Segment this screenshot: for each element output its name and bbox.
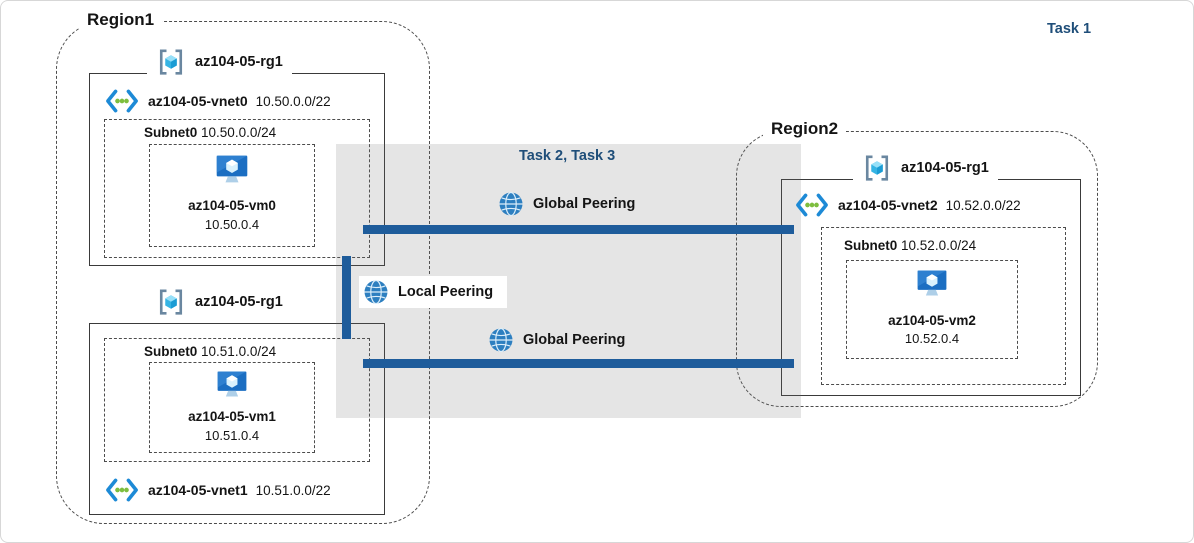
vm2-box [846,260,1018,359]
virtual-network-icon [794,192,830,218]
subnet0-vnet0-box [104,119,370,258]
subnet-cidr: 10.51.0.0/24 [201,344,277,359]
resource-group-icon [862,153,892,183]
virtual-machine-icon [215,152,249,186]
resource-group-head-top: az104-05-rg1 [147,46,292,78]
subnet-name: Subnet0 [844,238,898,253]
vnet2-name: az104-05-vnet2 [838,197,938,213]
global-peering-line-top [363,225,794,234]
vnet0-name: az104-05-vnet0 [148,93,248,109]
resource-group-box-bottom [89,323,385,515]
region1-label: Region1 [79,10,163,30]
resource-group-icon [156,287,186,317]
subnet0-vnet2-label: Subnet0 10.52.0.0/24 [844,238,976,253]
global-peering-line-bottom [363,359,794,368]
virtual-network-icon [104,477,140,503]
vm2-ip: 10.52.0.4 [904,331,960,346]
vnet1-name: az104-05-vnet1 [148,482,248,498]
virtual-network-icon [104,88,140,114]
vnet0-row: az104-05-vnet0 10.50.0.0/22 [104,88,331,114]
virtual-machine-icon [916,267,948,299]
local-peering-text: Local Peering [398,284,494,300]
vm1-box [149,362,315,453]
resource-group-icon [156,47,186,77]
subnet0-vnet1-label: Subnet0 10.51.0.0/24 [144,344,276,359]
subnet-name: Subnet0 [144,344,198,359]
global-peering-label-top: Global Peering [498,191,635,217]
region2-label: Region2 [763,119,847,139]
task1-label: Task 1 [1047,21,1092,37]
resource-group-head-bottom: az104-05-rg1 [147,286,292,318]
subnet0-vnet0-label: Subnet0 10.50.0.0/24 [144,125,276,140]
resource-group-name: az104-05-rg1 [195,54,283,70]
vm0-ip: 10.50.0.4 [204,217,260,232]
subnet0-vnet1-box [104,338,370,462]
vm0-box [149,144,315,247]
resource-group-head-right: az104-05-rg1 [853,152,998,184]
subnet-cidr: 10.52.0.0/24 [901,238,977,253]
resource-group-name: az104-05-rg1 [901,160,989,176]
vnet1-cidr: 10.51.0.0/22 [255,482,331,498]
vm0-name: az104-05-vm0 [188,198,276,213]
region2-boundary [736,131,1098,407]
subnet-name: Subnet0 [144,125,198,140]
virtual-machine-icon [216,368,248,400]
global-peering-text: Global Peering [523,332,626,348]
vnet1-row: az104-05-vnet1 10.51.0.0/22 [104,477,331,503]
resource-group-box-top [89,73,385,266]
vm1-ip: 10.51.0.4 [204,428,260,443]
resource-group-name: az104-05-rg1 [195,294,283,310]
globe-icon [498,191,524,217]
subnet-cidr: 10.50.0.0/24 [201,125,277,140]
vm2-name: az104-05-vm2 [888,313,976,328]
globe-icon [488,327,514,353]
task23-label: Task 2, Task 3 [519,148,616,164]
local-peering-label: Local Peering [359,276,508,308]
global-peering-text: Global Peering [533,196,636,212]
global-peering-label-bottom: Global Peering [488,327,625,353]
subnet0-vnet2-box [821,227,1066,385]
vm1-name: az104-05-vm1 [188,409,276,424]
region1-boundary [56,21,430,524]
vnet2-row: az104-05-vnet2 10.52.0.0/22 [794,192,1021,218]
vnet2-cidr: 10.52.0.0/22 [945,197,1021,213]
local-peering-line [342,256,351,339]
vnet0-cidr: 10.50.0.0/22 [255,93,331,109]
globe-icon [363,279,389,305]
